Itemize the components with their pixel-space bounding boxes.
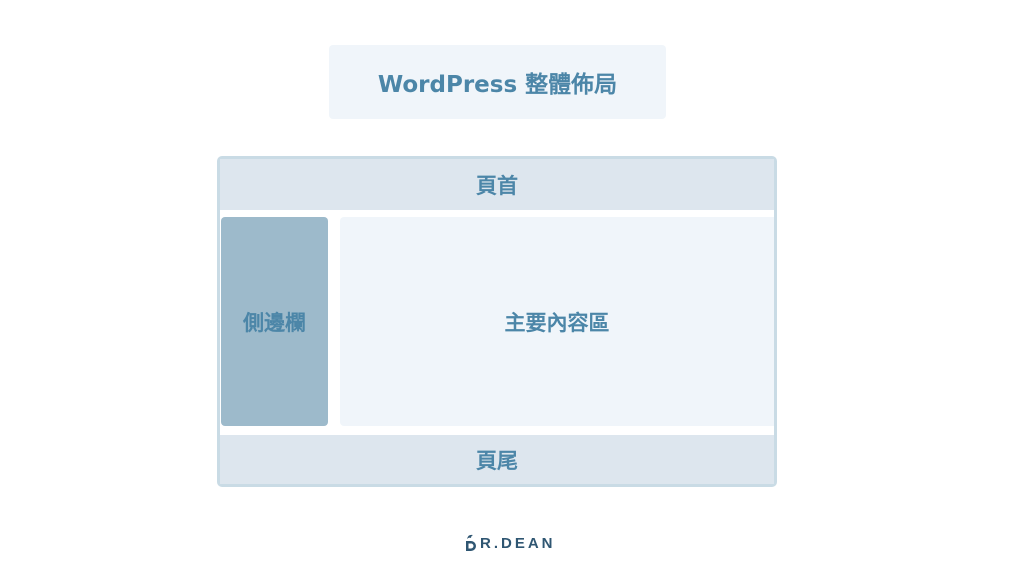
main-content-label: 主要內容區: [504, 310, 610, 335]
dr-dean-logo-icon: [466, 534, 476, 551]
sidebar-label: 側邊欄: [243, 310, 306, 335]
header-label: 頁首: [476, 173, 518, 198]
main-content-region: 主要內容區: [340, 217, 774, 426]
footer-label: 頁尾: [476, 448, 518, 473]
diagram-title: WordPress 整體佈局: [329, 45, 666, 119]
logo-text: R.DEAN: [480, 534, 556, 552]
footer-region: 頁尾: [220, 435, 774, 484]
header-region: 頁首: [220, 159, 774, 210]
layout-frame: 頁首 側邊欄 主要內容區 頁尾: [217, 156, 777, 487]
brand-logo: R.DEAN: [464, 533, 556, 553]
sidebar-region: 側邊欄: [221, 217, 328, 426]
diagram-title-text: WordPress 整體佈局: [377, 72, 618, 98]
